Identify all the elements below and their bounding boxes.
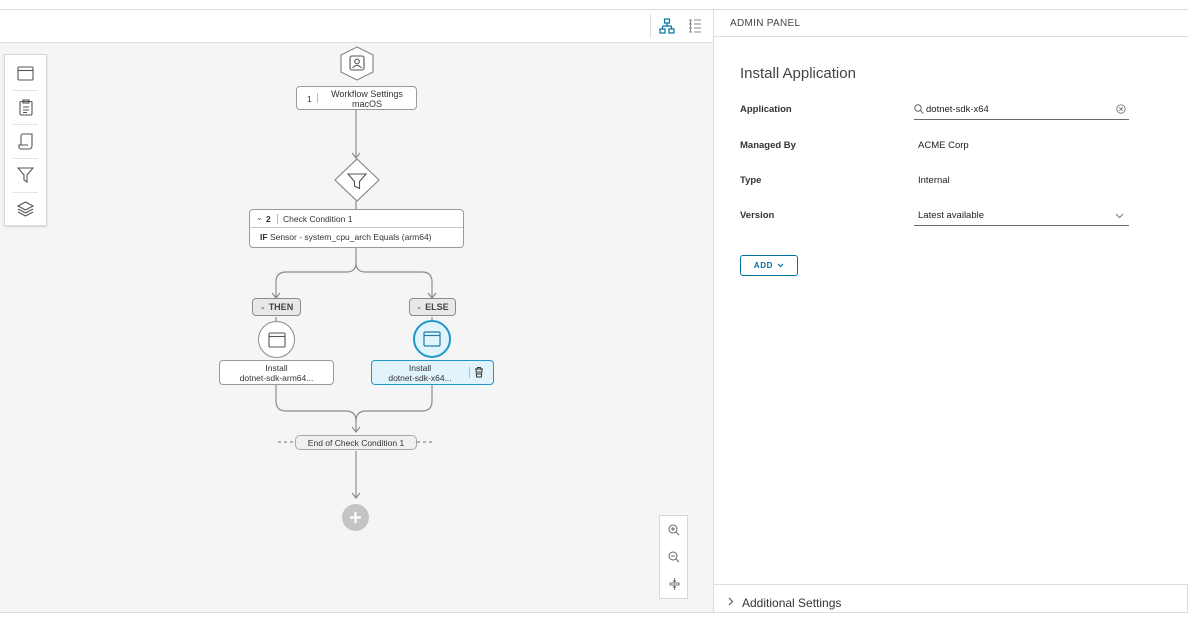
script-icon[interactable] (9, 126, 42, 156)
palette-divider (13, 124, 38, 125)
else-label: ELSE (425, 302, 449, 312)
clear-icon[interactable] (1116, 104, 1126, 114)
bottom-divider (0, 612, 1188, 613)
check-condition-node[interactable]: ⌄ 2 Check Condition 1 IF Sensor - system… (249, 209, 464, 248)
additional-settings-toggle[interactable]: Additional Settings (714, 584, 1188, 613)
workflow-settings-icon[interactable] (338, 46, 376, 81)
condition-title: Check Condition 1 (283, 214, 353, 224)
type-value: Internal (918, 175, 950, 186)
step-number: 2 (266, 214, 271, 224)
chevron-down-icon (1115, 213, 1124, 219)
managed-by-value: ACME Corp (918, 140, 969, 151)
workflow-settings-node[interactable]: 1 Workflow Settings macOS (296, 86, 417, 110)
window-icon[interactable] (9, 58, 42, 88)
workflow-os-label: macOS (351, 99, 382, 109)
list-view-icon[interactable] (684, 15, 706, 37)
toolbar-divider (650, 14, 651, 38)
layers-icon[interactable] (9, 194, 42, 224)
clipboard-icon[interactable] (9, 92, 42, 122)
top-divider (0, 9, 1188, 10)
chevron-right-icon (728, 597, 734, 606)
step-divider (277, 214, 278, 224)
step-divider (317, 93, 318, 103)
application-label: Application (740, 104, 792, 115)
end-of-condition-pill: End of Check Condition 1 (295, 435, 417, 450)
install-app-name: dotnet-sdk-arm64... (239, 373, 314, 383)
step-divider (469, 367, 470, 378)
form-title: Install Application (740, 65, 856, 82)
zoom-controls (659, 515, 688, 599)
version-label: Version (740, 210, 775, 221)
application-value: dotnet-sdk-x64 (926, 104, 989, 115)
step-number: 1 (307, 94, 312, 104)
flow-connectors (271, 110, 437, 499)
add-button[interactable]: ADD (740, 255, 798, 276)
palette-divider (13, 90, 38, 91)
then-label: THEN (268, 302, 294, 312)
trash-icon[interactable] (474, 366, 484, 378)
add-button-label: ADD (753, 261, 774, 270)
managed-by-label: Managed By (740, 140, 796, 151)
chevron-down-icon (777, 263, 784, 268)
application-search-field[interactable]: dotnet-sdk-x64 (914, 100, 1129, 120)
install-app-name: dotnet-sdk-x64... (388, 373, 452, 383)
install-x64-node[interactable]: Install dotnet-sdk-x64... (371, 360, 494, 385)
plus-icon (350, 512, 361, 523)
chevron-down-icon[interactable]: ⌄ (256, 213, 263, 222)
hierarchy-view-icon[interactable] (656, 15, 678, 37)
search-icon (914, 104, 924, 114)
palette-divider (13, 192, 38, 193)
then-branch-tag[interactable]: ⌄ THEN (252, 298, 301, 316)
type-label: Type (740, 175, 762, 186)
chevron-down-icon: ⌄ (259, 304, 266, 311)
version-select[interactable]: Latest available (914, 206, 1129, 226)
condition-expression: Sensor - system_cpu_arch Equals (arm64) (269, 232, 432, 242)
version-value: Latest available (918, 210, 985, 221)
workflow-settings-title: Workflow Settings (331, 89, 403, 99)
install-label: Install (408, 363, 432, 373)
chevron-down-icon: ⌄ (416, 304, 423, 311)
add-step-button[interactable] (342, 504, 369, 531)
fit-to-screen-icon[interactable] (664, 574, 684, 594)
install-app-icon[interactable] (258, 321, 295, 358)
condition-icon[interactable] (334, 158, 380, 202)
admin-panel: ADMIN PANEL Install Application Applicat… (713, 10, 1188, 613)
filter-icon[interactable] (9, 160, 42, 190)
else-branch-tag[interactable]: ⌄ ELSE (409, 298, 456, 316)
zoom-out-icon[interactable] (664, 547, 684, 567)
canvas-toolbar (0, 10, 713, 43)
additional-settings-label: Additional Settings (742, 596, 842, 610)
palette-divider (13, 158, 38, 159)
if-keyword: IF (260, 232, 268, 242)
install-app-icon-selected[interactable] (413, 320, 451, 358)
step-palette (4, 54, 47, 226)
zoom-in-icon[interactable] (664, 520, 684, 540)
workflow-canvas[interactable]: 1 Workflow Settings macOS ⌄ 2 Check Cond… (0, 10, 713, 613)
admin-panel-header: ADMIN PANEL (714, 10, 1188, 37)
end-of-condition-label: End of Check Condition 1 (307, 438, 405, 448)
install-arm64-node[interactable]: Install dotnet-sdk-arm64... (219, 360, 334, 385)
install-label: Install (265, 363, 288, 373)
